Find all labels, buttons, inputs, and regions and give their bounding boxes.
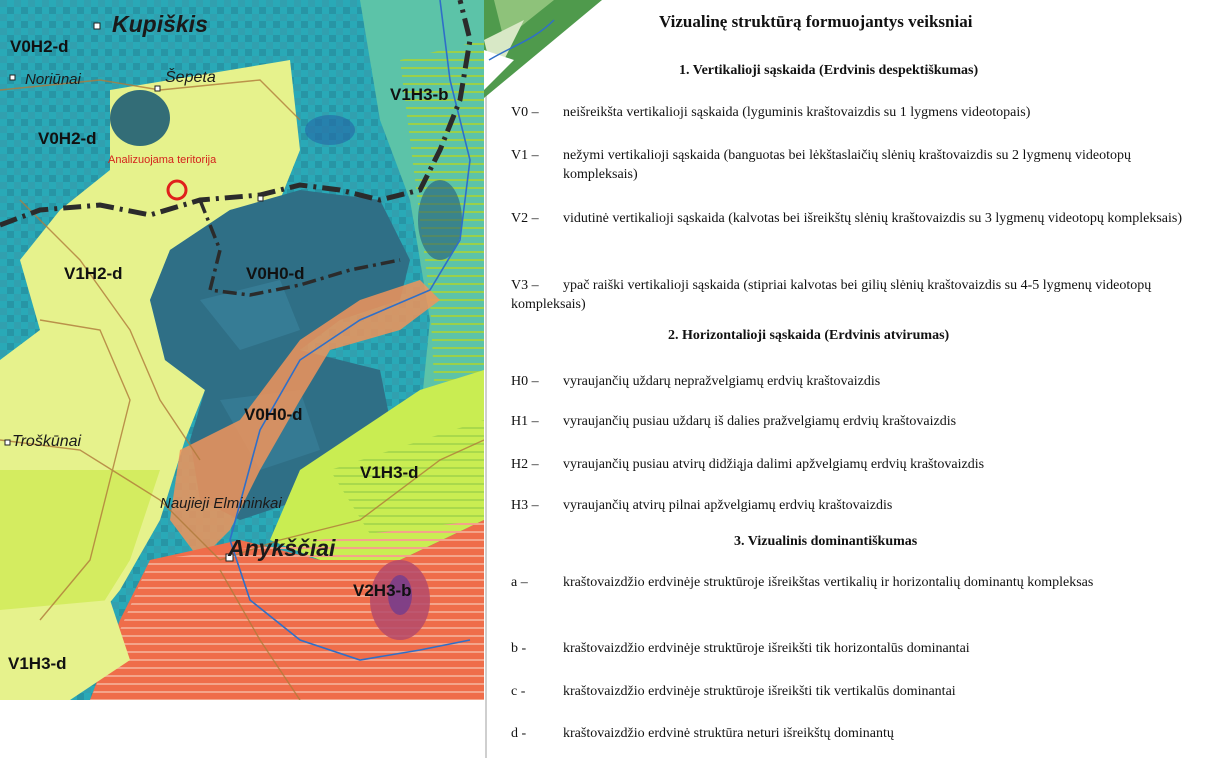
analysis-target-circle	[166, 179, 188, 201]
section-heading-horizontal: 2. Horizontalioji sąskaida (Erdvinis atv…	[668, 328, 950, 343]
settlement-marker-kupiskis	[93, 22, 101, 30]
zone-label-8: V2H3-b	[353, 581, 412, 600]
section-heading-vertical: 1. Vertikalioji sąskaida (Erdvinis despe…	[679, 63, 979, 78]
panel-divider	[485, 0, 487, 758]
legend-title: Vizualinę struktūrą formuojantys veiksni…	[659, 12, 973, 31]
analysis-area-label: Analizuojama teritorija	[108, 154, 217, 166]
settlement-marker-sepeta	[154, 85, 161, 92]
zone-label-6: V0H0-d	[244, 405, 303, 424]
town-label-naujieji-elmininkai: Naujieji Elmininkai	[160, 495, 282, 512]
zone-label-4: V1H2-d	[64, 264, 123, 283]
settlement-marker-troskunai	[4, 439, 11, 446]
section-heading-dominance: 3. Vizualinis dominantiškumas	[734, 534, 918, 549]
zone-label-9: V1H3-d	[8, 654, 67, 673]
zone-v1h3-d-west-area	[0, 600, 130, 700]
river-belt	[170, 280, 440, 560]
town-label-noriunai: Noriūnai	[25, 71, 82, 88]
landscape-map: Kupiškis Noriūnai Šepeta Troškūnai Nauji…	[0, 0, 484, 700]
town-label-anyksciai: Anykščiai	[227, 535, 336, 561]
inset-map-corner	[484, 0, 602, 98]
zone-label-7: V1H3-d	[360, 463, 419, 482]
district-border	[0, 0, 473, 228]
town-label-sepeta: Šepeta	[165, 67, 216, 86]
zone-label-2: V1H3-b	[390, 85, 449, 104]
legend-panel: Vizualinę struktūrą formuojantys veiksni…	[511, 12, 1183, 741]
settlement-marker-anyksciai	[225, 553, 234, 562]
town-label-kupiskis: Kupiškis	[112, 11, 208, 37]
zone-label-5: V0H0-d	[246, 264, 305, 283]
zone-label-3: V0H2-d	[38, 129, 97, 148]
town-label-troskunai: Troškūnai	[12, 433, 82, 450]
settlement-marker-noriunai	[9, 74, 16, 81]
zone-label-1: V0H2-d	[10, 37, 69, 56]
